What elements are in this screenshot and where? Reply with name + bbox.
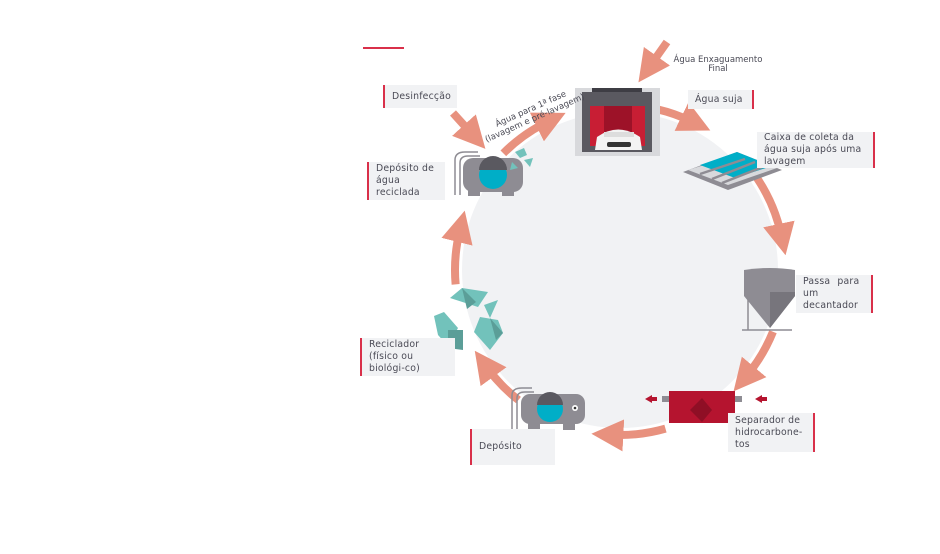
cycle-background: [462, 112, 778, 428]
label-caixa-coleta: Caixa de coleta da água suja após uma la…: [757, 132, 875, 168]
small-recycle-icon: [510, 148, 533, 170]
label-enxaguamento: Água Enxaguamento Final: [668, 56, 768, 74]
recycle-icon: [434, 288, 503, 350]
recycled-water-tank-icon: [454, 151, 523, 196]
arrow-decanter-to-separator: [733, 330, 777, 392]
label-decantador: Passa para um decantador: [796, 275, 873, 313]
hydrocarbon-separator-icon: [645, 391, 767, 423]
arrow-recycler-to-tank: [441, 210, 473, 285]
enxaguamento-line2: Final: [708, 64, 728, 74]
label-deposito-reciclada: Depósito de água reciclada: [367, 162, 445, 200]
rinse-inflow-arrow: [638, 39, 671, 83]
label-deposito: Depósito: [470, 429, 555, 465]
accent-line: [363, 47, 404, 49]
storage-tank-icon: [511, 387, 585, 430]
label-separador: Separador de hidrocarbone-tos: [728, 413, 815, 452]
car-wash-icon: [575, 88, 660, 156]
arrow-tank-to-wash: [500, 112, 566, 157]
label-agua-suja: Água suja: [688, 90, 754, 109]
label-reciclador: Reciclador (físico ou biológi-co): [360, 338, 455, 376]
disinfection-arrow: [450, 110, 486, 149]
arrow-separator-to-deposit: [591, 419, 667, 452]
label-desinfeccao: Desinfecção: [383, 85, 457, 108]
decanter-icon: [742, 268, 795, 331]
enxaguamento-line1: Água Enxaguamento: [673, 55, 763, 65]
